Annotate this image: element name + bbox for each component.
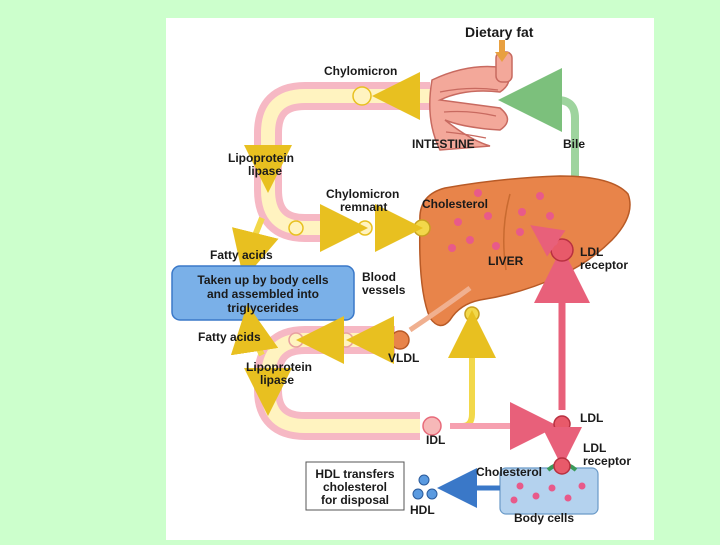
label-fatty-acids-bottom: Fatty acids [198, 330, 261, 344]
label-ldl-receptor-top-2: receptor [580, 258, 628, 272]
label-hdl-box-3: for disposal [321, 493, 389, 507]
ldl-into-liver-arrow [530, 225, 566, 257]
label-cholesterol-cells: Cholesterol [476, 465, 542, 479]
label-ldl-receptor-bottom-1: LDL [583, 441, 606, 455]
label-body-cells-box-1: Taken up by body cells [197, 273, 328, 287]
label-ldl: LDL [580, 411, 603, 425]
label-chylomicron-remnant-2: remnant [340, 200, 387, 214]
hdl-transfer-box [305, 461, 405, 511]
liver-cholesterol-dots [448, 189, 554, 252]
label-vldl: VLDL [388, 351, 419, 365]
fatty-acids-top-arrow [231, 216, 279, 280]
remnant-particle-liver [413, 219, 431, 237]
label-chylomicron: Chylomicron [324, 64, 397, 78]
remnant-particle-2 [357, 220, 373, 236]
label-fatty-acids-top: Fatty acids [210, 248, 273, 262]
label-hdl: HDL [410, 503, 435, 517]
label-body-cells-box-2: and assembled into [207, 287, 319, 301]
vldl-particle-3 [288, 332, 304, 348]
label-hdl-box-1: HDL transfers [315, 467, 394, 481]
hdl-particles [412, 474, 438, 500]
label-lipoprotein-lipase-bottom-2: lipase [260, 373, 294, 387]
vldl-particle-2 [338, 332, 354, 348]
label-idl: IDL [426, 433, 445, 447]
label-intestine: INTESTINE [412, 137, 475, 151]
label-ldl-receptor-top-1: LDL [580, 245, 603, 259]
label-lipoprotein-lipase-bottom-1: Lipoprotein [246, 360, 312, 374]
label-lipoprotein-lipase-top-1: Lipoprotein [228, 151, 294, 165]
liver-return-particle [464, 306, 480, 322]
label-bile: Bile [563, 137, 585, 151]
fatty-acids-bottom-arrow [230, 304, 279, 357]
chylomicron-particle [352, 86, 372, 106]
label-blood-vessels-2: vessels [362, 283, 406, 297]
label-dietary-fat: Dietary fat [465, 24, 534, 40]
label-blood-vessels-1: Blood [362, 270, 396, 284]
idl-particle [422, 416, 442, 436]
label-lipoprotein-lipase-top-2: lipase [248, 164, 282, 178]
label-liver: LIVER [488, 254, 524, 268]
label-ldl-receptor-bottom-2: receptor [583, 454, 631, 468]
label-cholesterol-liver: Cholesterol [422, 197, 488, 211]
label-body-cells: Body cells [514, 511, 574, 525]
dietary-fat-arrowhead [495, 52, 509, 62]
label-chylomicron-remnant-1: Chylomicron [326, 187, 399, 201]
ldl-particle [553, 415, 571, 433]
bile-arrow [498, 68, 579, 192]
remnant-particle-1 [288, 220, 304, 236]
label-hdl-box-2: cholesterol [323, 480, 387, 494]
cell-cholesterol-dots [510, 482, 586, 504]
ldl-bound-particle [553, 457, 571, 475]
vldl-particle [390, 330, 410, 350]
label-body-cells-box-3: triglycerides [227, 301, 299, 315]
